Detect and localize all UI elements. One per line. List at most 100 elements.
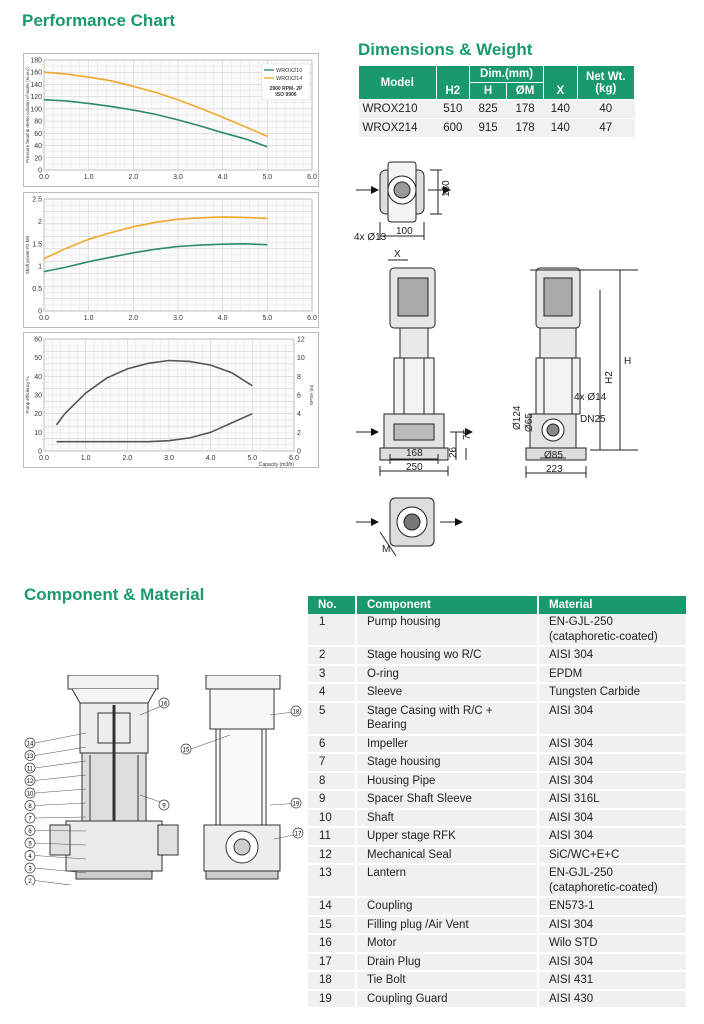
dim-label-223: 223 (546, 464, 563, 475)
callout-number: 2 (28, 879, 32, 885)
callout-number: 18 (293, 710, 300, 716)
callout-number: 9 (162, 804, 166, 810)
dim-cell-model: WROX214 (358, 118, 437, 138)
mat-cell-component: Sleeve (356, 683, 539, 703)
callout-number: 11 (27, 767, 34, 773)
y-tick-label: 0 (38, 168, 42, 175)
x-tick-label: 5.0 (262, 315, 272, 322)
y-tick-label: 40 (34, 374, 42, 381)
table-row: WROX214 600 915 178 140 47 (358, 118, 635, 138)
callout-circle (24, 737, 36, 749)
mat-cell-material: Tungsten Carbide (538, 683, 688, 703)
callout-circle (24, 825, 36, 836)
mat-cell-material: AISI 304 (538, 701, 688, 736)
y-tick-label: 80 (34, 119, 42, 126)
callout-number: 6 (28, 829, 32, 835)
dim-cell-h: 825 (469, 99, 507, 119)
series-line-0 (43, 242, 268, 273)
dim-label-250: 250 (406, 462, 423, 473)
dim-header-x: X (543, 65, 578, 100)
callout-number: 12 (27, 779, 34, 785)
y-tick-label: 0 (38, 309, 42, 316)
dim-cell-m: 178 (506, 118, 544, 138)
callout-circle (292, 827, 304, 839)
x-tick-label: 0.0 (39, 455, 49, 462)
y-axis-label: Shaft power P2 kW (25, 235, 30, 274)
legend-entry: WROX214 (276, 76, 302, 82)
dim-cell-model: WROX210 (358, 99, 437, 119)
callout-circle (158, 799, 170, 811)
dim-cell-weight: 40 (577, 99, 635, 119)
mat-cell-component: Stage housing wo R/C (356, 646, 539, 666)
x-tick-label: 4.0 (218, 315, 228, 322)
callout-number: 17 (295, 832, 302, 838)
callout-circle (158, 697, 170, 709)
x-axis-label: Capacity (m3/h) (259, 462, 295, 467)
mat-cell-no: 8 (308, 771, 357, 791)
dim-label-75: 75 (462, 428, 473, 440)
dim-header-net: Net Wt. (585, 70, 626, 83)
mat-cell-material: AISI 304 (538, 808, 688, 828)
dim-label-65: Ø65 (524, 413, 535, 432)
callout-leader (34, 842, 87, 846)
mat-cell-component: Impeller (356, 734, 539, 754)
x-tick-label: 5.0 (247, 455, 257, 462)
mat-cell-material: AISI 304 (538, 734, 688, 754)
callout-number: 8 (28, 804, 32, 810)
y-tick-label: 50 (34, 355, 42, 362)
y-axis-label: Pressure head in meter column of water (… (25, 67, 30, 163)
callout-leader (34, 816, 87, 819)
dimensions-table: Model H2 Dim.(mm) X Net Wt. (kg) H ØM WR… (358, 65, 636, 138)
x-tick-label: 6.0 (307, 315, 317, 322)
mat-cell-material: AISI 304 (538, 771, 688, 791)
side-view (525, 267, 638, 478)
dim-label-holes14: 4x Ø14 (574, 392, 607, 403)
callout-number: 7 (28, 817, 32, 823)
mat-cell-component: Shaft (356, 808, 539, 828)
callout-circle (24, 750, 36, 761)
mat-cell-no: 18 (308, 971, 357, 991)
x-tick-label: 5.0 (262, 174, 272, 181)
callout-circle (24, 775, 36, 786)
mat-cell-no: 13 (308, 864, 357, 898)
dim-label-124: Ø124 (512, 405, 523, 430)
callout-leader (34, 830, 87, 832)
y2-tick-label: 12 (297, 337, 305, 344)
mat-cell-no: 19 (308, 989, 357, 1009)
callout-number: 16 (161, 702, 168, 708)
y2-tick-label: 0 (297, 449, 301, 456)
x-tick-label: 4.0 (218, 174, 228, 181)
y-tick-label: 2 (38, 219, 42, 226)
dim-cell-weight: 47 (577, 118, 635, 138)
y-tick-label: 40 (34, 143, 42, 150)
mat-cell-no: 7 (308, 753, 357, 773)
y2-axis-label: NPSH (m) (309, 384, 314, 405)
y-tick-label: 1.5 (32, 241, 42, 248)
component-material-heading: Component & Material (24, 585, 205, 604)
dim-header-netwt: Net Wt. (kg) (576, 65, 636, 100)
dim-label-h2: H2 (604, 371, 615, 384)
callout-leader (190, 734, 231, 750)
bottom-view (356, 497, 463, 557)
y-tick-label: 1 (38, 264, 42, 271)
mat-cell-component: Housing Pipe (356, 771, 539, 791)
mat-cell-component: Upper stage RFK (356, 827, 539, 847)
y-tick-label: 60 (34, 337, 42, 344)
callout-circle (24, 800, 36, 811)
callout-circle (24, 837, 36, 849)
callout-leader (34, 855, 87, 860)
callout-circle (290, 797, 302, 809)
mat-cell-material: AISI 430 (538, 989, 688, 1009)
dim-header-h2: H2 (435, 65, 471, 100)
y-tick-label: 160 (30, 70, 42, 77)
mat-cell-component: Coupling (356, 897, 539, 917)
mat-cell-component: Stage housing (356, 753, 539, 773)
